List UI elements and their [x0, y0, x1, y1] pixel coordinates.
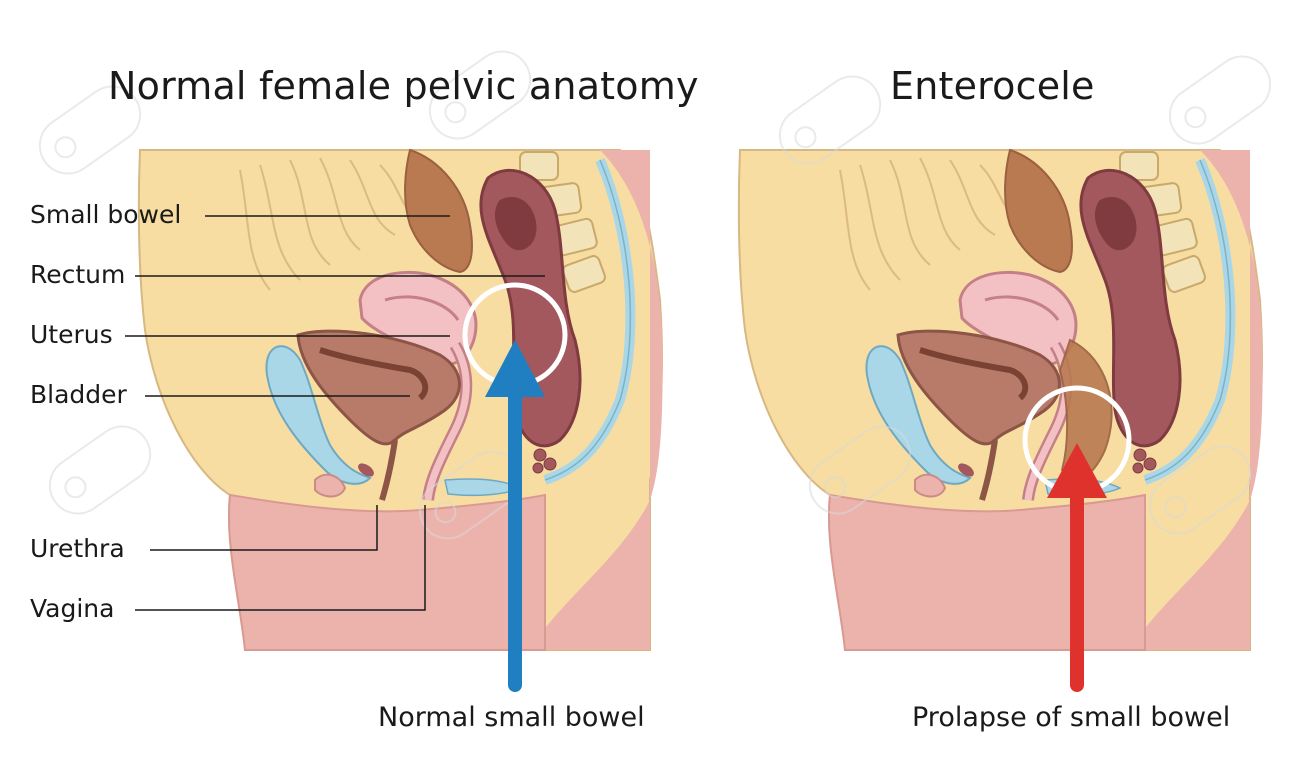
label-uterus: Uterus [30, 320, 113, 349]
normal-bowel-arrow [485, 340, 545, 692]
leader-urethra [150, 505, 378, 551]
enterocele-title: Enterocele [890, 64, 1095, 108]
normal-bowel-caption: Normal small bowel [378, 702, 645, 733]
label-rectum: Rectum [30, 260, 126, 289]
label-urethra: Urethra [30, 534, 125, 563]
enterocele-illustration [739, 150, 1263, 650]
prolapse-caption: Prolapse of small bowel [912, 702, 1231, 733]
label-small-bowel: Small bowel [30, 200, 182, 229]
normal-anatomy-title: Normal female pelvic anatomy [108, 64, 699, 108]
label-bladder: Bladder [30, 380, 127, 409]
leader-vagina [135, 505, 426, 611]
label-vagina: Vagina [30, 594, 115, 623]
normal-anatomy-illustration [139, 150, 663, 650]
leader-lines [125, 215, 545, 611]
prolapse-bowel-arrow [1047, 443, 1107, 692]
